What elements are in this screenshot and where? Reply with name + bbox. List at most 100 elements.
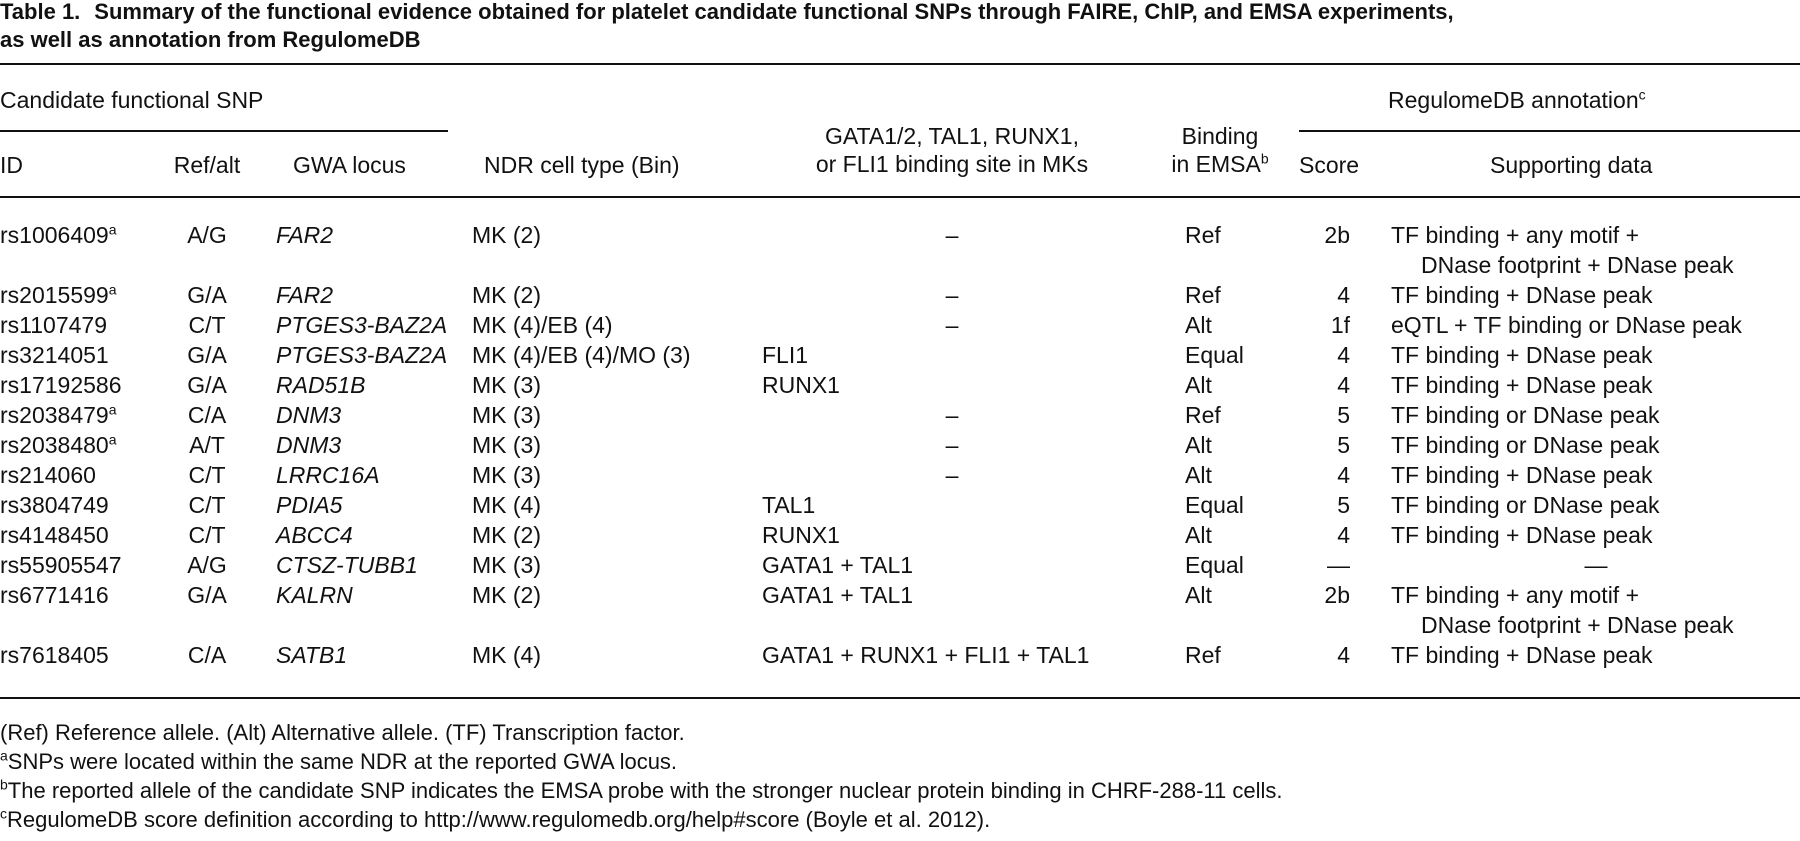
- snp-id: rs3804749: [0, 492, 109, 518]
- emsa-binding-cell: Alt: [1185, 372, 1212, 398]
- header-rule: [0, 196, 1800, 198]
- emsa-binding-cell: Ref: [1185, 402, 1221, 428]
- footnote-b-mark: b: [0, 776, 8, 793]
- snp-id: rs1006409: [0, 222, 109, 248]
- regulome-score-cell: 4: [1337, 462, 1350, 488]
- footnote-mark-a: a: [108, 401, 117, 418]
- supporting-data-cell: TF binding + DNase peak: [1391, 340, 1652, 370]
- snp-id-cell: rs4148450: [0, 520, 109, 550]
- emsa-binding-cell: Alt: [1185, 462, 1212, 488]
- regulome-score-cell: 1f: [1330, 312, 1350, 338]
- binding-site-cell: RUNX1: [762, 522, 840, 548]
- binding-site-cell: TAL1: [762, 492, 816, 518]
- ref-alt-cell: A/G: [187, 222, 227, 248]
- regulome-score-cell: 4: [1337, 282, 1350, 308]
- gwa-locus-cell: FAR2: [276, 222, 334, 248]
- supporting-data-cell: TF binding or DNase peak: [1391, 430, 1659, 460]
- header-score: Score: [1299, 152, 1360, 178]
- snp-id: rs2038479: [0, 402, 109, 428]
- header-binding-site-line1: GATA1/2, TAL1, RUNX1,: [825, 123, 1079, 149]
- header-gwa-locus: GWA locus: [293, 152, 406, 178]
- header-id: ID: [0, 152, 23, 178]
- ndr-cell-type-cell: MK (3): [472, 552, 541, 578]
- header-candidate-snp: Candidate functional SNP: [0, 87, 264, 113]
- ndr-cell-type-cell: MK (3): [472, 372, 541, 398]
- gwa-locus-cell: PTGES3-BAZ2A: [276, 312, 448, 338]
- binding-site-cell: RUNX1: [762, 372, 840, 398]
- gwa-locus-cell: PTGES3-BAZ2A: [276, 342, 448, 368]
- binding-site-cell: –: [945, 282, 959, 308]
- header-emsa-line1: Binding: [1181, 123, 1259, 149]
- gwa-locus-cell: PDIA5: [276, 492, 343, 518]
- gwa-locus-cell: ABCC4: [276, 522, 353, 548]
- supporting-data-line1: TF binding + any motif +: [1391, 582, 1640, 608]
- ndr-cell-type-cell: MK (2): [472, 282, 541, 308]
- header-emsa-line2: in EMSA: [1171, 151, 1261, 177]
- gwa-locus-cell: KALRN: [276, 582, 353, 608]
- bottom-rule: [0, 697, 1800, 699]
- supporting-data-cell: TF binding + DNase peak: [1391, 640, 1652, 670]
- emsa-binding-cell: Ref: [1185, 282, 1221, 308]
- header-binding-site-line2: or FLI1 binding site in MKs: [815, 151, 1089, 177]
- snp-group-rule: [0, 130, 448, 132]
- ref-alt-cell: C/T: [188, 522, 226, 548]
- supporting-data-line2: DNase footprint + DNase peak: [1421, 612, 1734, 638]
- emsa-binding-cell: Ref: [1185, 222, 1221, 248]
- ref-alt-cell: G/A: [187, 372, 227, 398]
- supporting-data-cell: TF binding + DNase peak: [1391, 280, 1652, 310]
- supporting-data-line1: eQTL + TF binding or DNase peak: [1391, 312, 1742, 338]
- ref-alt-cell: C/A: [187, 642, 227, 668]
- supporting-data-line2: DNase footprint + DNase peak: [1421, 252, 1734, 278]
- gwa-locus-cell: DNM3: [276, 402, 342, 428]
- snp-id-cell: rs1107479: [0, 310, 107, 340]
- ref-alt-cell: A/T: [189, 432, 225, 458]
- supporting-data-line1: TF binding + DNase peak: [1391, 342, 1653, 368]
- emsa-binding-cell: Alt: [1185, 312, 1212, 338]
- supporting-data-cell: TF binding or DNase peak: [1391, 400, 1659, 430]
- snp-id-cell: rs6771416: [0, 580, 109, 610]
- footnote-b-text: The reported allele of the candidate SNP…: [7, 778, 1283, 803]
- snp-id-cell: rs214060: [0, 460, 96, 490]
- footnote-b: bThe reported allele of the candidate SN…: [0, 776, 1282, 805]
- snp-id-cell: rs1006409a: [0, 220, 117, 250]
- snp-id: rs2015599: [0, 282, 109, 308]
- binding-site-cell: –: [945, 312, 959, 338]
- supporting-data-line1: —: [1584, 552, 1608, 578]
- footnote-mark-c: c: [1638, 86, 1646, 103]
- ndr-cell-type-cell: MK (4)/EB (4): [472, 312, 613, 338]
- footnote-c-text: RegulomeDB score definition according to…: [7, 807, 991, 832]
- regulome-score-cell: 4: [1337, 522, 1350, 548]
- ref-alt-cell: G/A: [187, 342, 227, 368]
- binding-site-cell: –: [945, 432, 959, 458]
- footnote-a: aSNPs were located within the same NDR a…: [0, 747, 1282, 776]
- caption-line-2: as well as annotation from RegulomeDB: [0, 27, 421, 52]
- binding-site-cell: –: [945, 462, 959, 488]
- footnote-mark-a: a: [108, 431, 117, 448]
- table-label: Table 1.: [0, 0, 81, 24]
- snp-id: rs2038480: [0, 432, 109, 458]
- supporting-data-cell: TF binding + any motif +DNase footprint …: [1391, 220, 1734, 280]
- regulome-score-cell: 2b: [1324, 582, 1350, 608]
- header-regulomedb-label: RegulomeDB annotation: [1388, 87, 1639, 113]
- emsa-binding-cell: Equal: [1185, 492, 1244, 518]
- supporting-data-line1: TF binding or DNase peak: [1391, 492, 1660, 518]
- emsa-binding-cell: Alt: [1185, 582, 1212, 608]
- ref-alt-cell: C/T: [188, 492, 226, 518]
- supporting-data-line1: TF binding or DNase peak: [1391, 402, 1660, 428]
- snp-id: rs1107479: [0, 312, 107, 338]
- snp-id: rs4148450: [0, 522, 109, 548]
- supporting-data-cell: —: [1391, 550, 1800, 580]
- ndr-cell-type-cell: MK (4): [472, 642, 541, 668]
- regulome-score-cell: 4: [1337, 342, 1350, 368]
- regulome-score-cell: 5: [1337, 432, 1350, 458]
- footnote-mark-b: b: [1260, 150, 1269, 167]
- snp-id-cell: rs2038479a: [0, 400, 117, 430]
- binding-site-cell: GATA1 + TAL1: [762, 552, 914, 578]
- regulome-score-cell: 5: [1337, 402, 1350, 428]
- footnote-a-mark: a: [0, 747, 8, 764]
- header-ref-alt: Ref/alt: [173, 152, 241, 178]
- gwa-locus-cell: DNM3: [276, 432, 342, 458]
- binding-site-cell: –: [945, 402, 959, 428]
- supporting-data-cell: eQTL + TF binding or DNase peak: [1391, 310, 1742, 340]
